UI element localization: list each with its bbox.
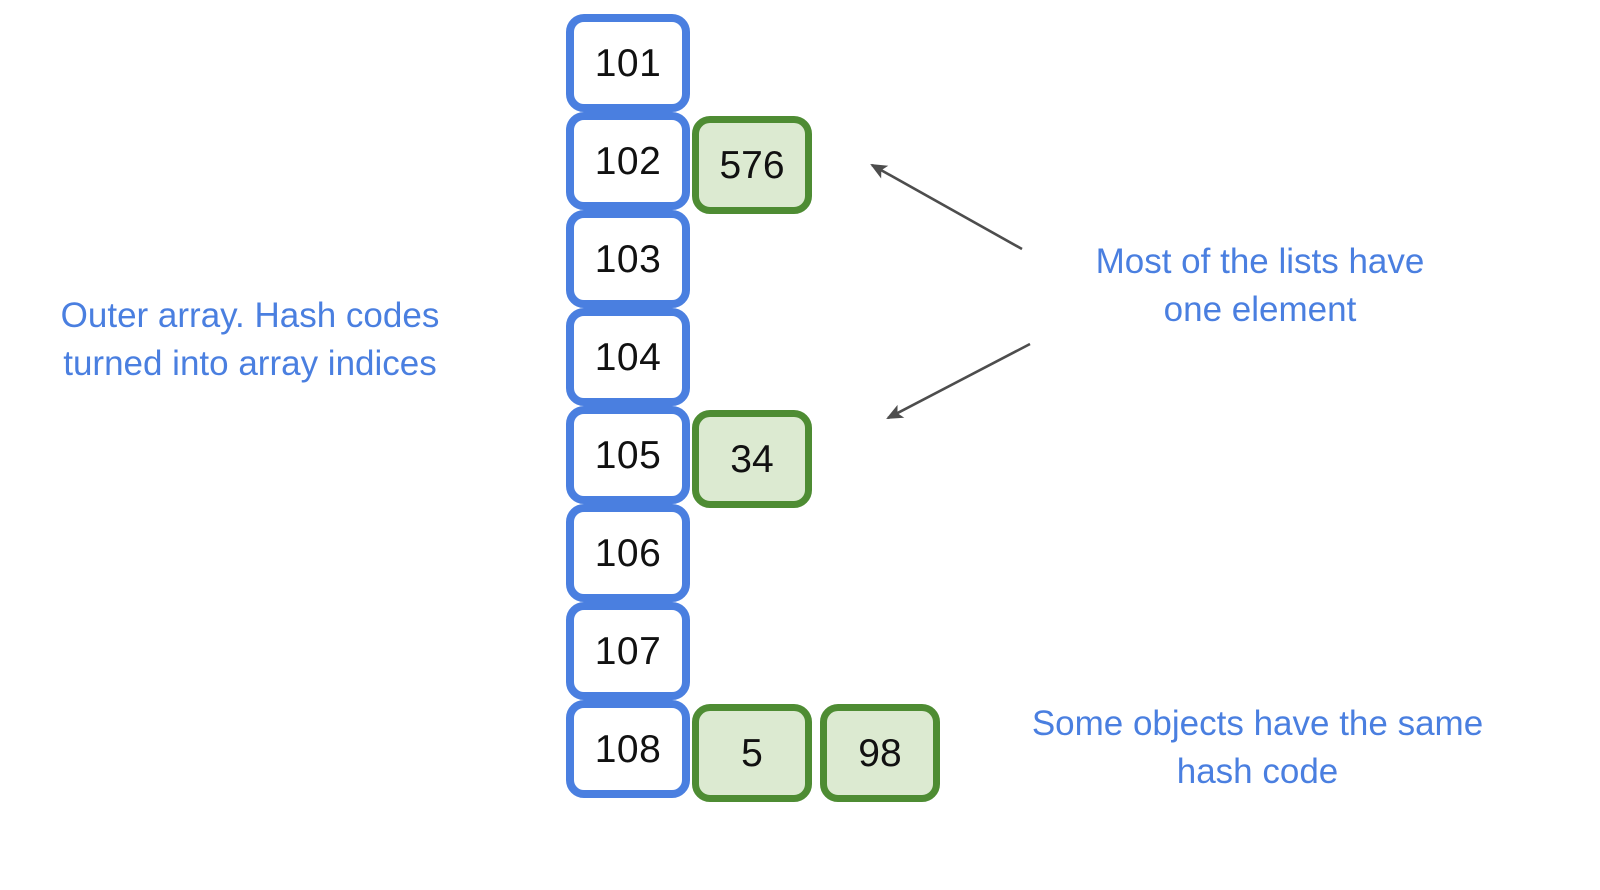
bucket-cell-107[interactable]: 107 [566, 602, 690, 700]
arrow-to-34 [886, 342, 1031, 420]
bucket-cell-106[interactable]: 106 [566, 504, 690, 602]
bucket-index-label: 102 [594, 139, 662, 183]
bucket-cell-108[interactable]: 108 [566, 700, 690, 798]
chain-list-105: 34 [692, 410, 812, 508]
bucket-index-label: 105 [594, 433, 662, 477]
bucket-cell-105[interactable]: 105 [566, 406, 690, 504]
bucket-row: 105 34 [566, 406, 812, 512]
bucket-index-label: 101 [594, 41, 662, 85]
bucket-row: 102 576 [566, 112, 812, 218]
chain-entry-98[interactable]: 98 [820, 704, 940, 802]
annotation-single-element: Most of the lists have one element [1095, 242, 1425, 330]
outer-array-column: 101 102 576 103 104 105 [566, 14, 940, 814]
bucket-row: 103 [566, 210, 698, 316]
chain-list-108: 5 98 [692, 704, 940, 802]
bucket-index-label: 103 [594, 237, 662, 281]
bucket-row: 108 5 98 [566, 700, 940, 806]
chain-entry-576[interactable]: 576 [692, 116, 812, 214]
chain-entry-label: 34 [730, 437, 774, 481]
bucket-row: 104 [566, 308, 698, 414]
chain-entry-5[interactable]: 5 [692, 704, 812, 802]
bucket-cell-104[interactable]: 104 [566, 308, 690, 406]
chain-list-102: 576 [692, 116, 812, 214]
chain-entry-label: 5 [741, 731, 763, 775]
chain-entry-34[interactable]: 34 [692, 410, 812, 508]
bucket-index-label: 104 [594, 335, 662, 379]
bucket-index-label: 107 [594, 629, 662, 673]
bucket-row: 107 [566, 602, 698, 708]
bucket-row: 101 [566, 14, 698, 120]
bucket-index-label: 108 [594, 727, 662, 771]
annotation-outer-array: Outer array. Hash codes turned into arra… [60, 296, 440, 384]
bucket-cell-101[interactable]: 101 [566, 14, 690, 112]
chain-entry-label: 576 [719, 143, 785, 187]
bucket-index-label: 106 [594, 531, 662, 575]
annotation-collision: Some objects have the same hash code [1031, 704, 1484, 792]
arrow-to-576 [870, 163, 1023, 251]
bucket-row: 106 [566, 504, 698, 610]
chain-entry-label: 98 [858, 731, 902, 775]
bucket-cell-102[interactable]: 102 [566, 112, 690, 210]
bucket-cell-103[interactable]: 103 [566, 210, 690, 308]
